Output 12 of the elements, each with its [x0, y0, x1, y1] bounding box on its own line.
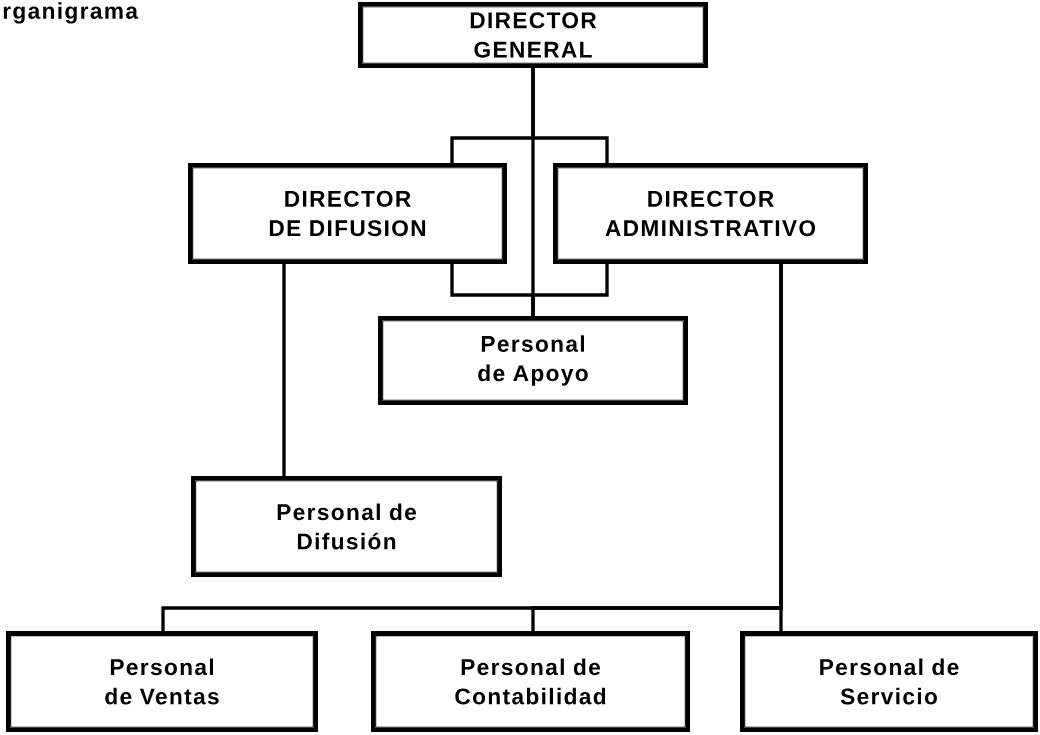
org-box: DIRECTOR ADMINISTRATIVO: [553, 163, 868, 264]
org-box: DIRECTOR DE DIFUSION: [188, 163, 507, 264]
org-box: DIRECTOR GENERAL: [358, 2, 708, 68]
connector-line: [531, 264, 609, 316]
org-box: Personal de Ventas: [6, 631, 318, 732]
connector-line: [779, 264, 783, 631]
connector-line: [282, 264, 286, 476]
org-box: Personal de Servicio: [740, 631, 1038, 732]
org-box: Personal de Difusión: [191, 476, 502, 577]
title: rganigrama: [3, 2, 139, 24]
org-box: Personal de Apoyo: [378, 316, 688, 405]
org-box: Personal de Contabilidad: [371, 631, 690, 732]
